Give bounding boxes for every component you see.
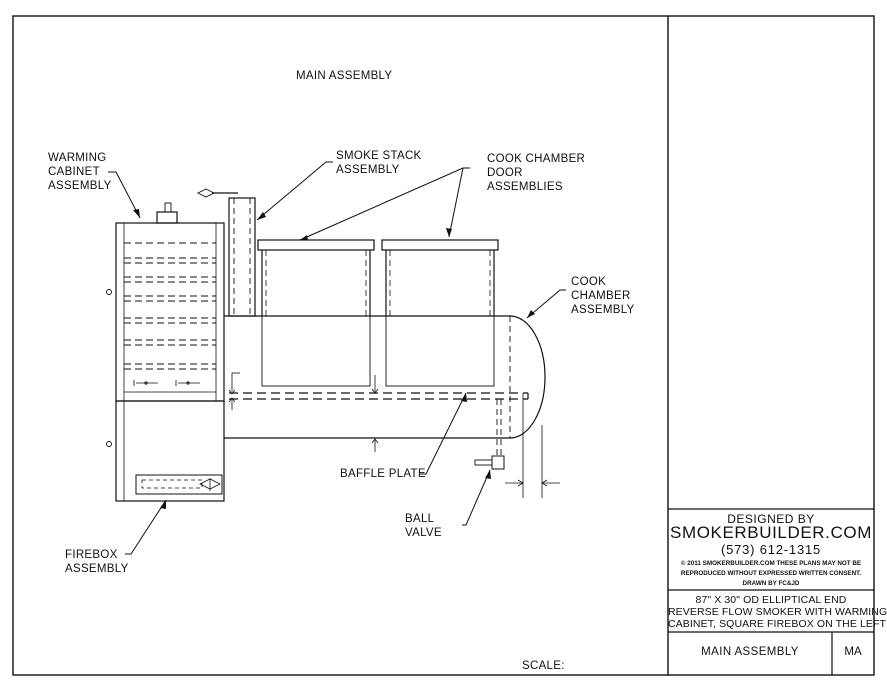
callout-baffle-plate: BAFFLE PLATE bbox=[340, 468, 426, 480]
callout-firebox: FIREBOX ASSEMBLY bbox=[65, 549, 129, 575]
drawn-by: DRAWN BY FC&JD bbox=[742, 580, 800, 587]
callout-smoke-stack: SMOKE STACK ASSEMBLY bbox=[336, 150, 422, 176]
cook-chamber-doors bbox=[257, 239, 499, 316]
company-phone: (573) 612-1315 bbox=[720, 542, 822, 557]
dimension-lines bbox=[505, 393, 560, 498]
drawing-title: MAIN ASSEMBLY bbox=[296, 70, 393, 82]
copyright-line-2: REPRODUCED WITHOUT EXPRESSED WRITTEN CON… bbox=[680, 570, 862, 577]
sheet-code: MA bbox=[844, 646, 862, 658]
drawing-description: 87" X 30" OD ELLIPTICAL END REVERSE FLOW… bbox=[668, 594, 887, 630]
callout-warming-cabinet: WARMING CABINET ASSEMBLY bbox=[48, 152, 112, 192]
callout-cook-chamber-doors: COOK CHAMBER DOOR ASSEMBLIES bbox=[487, 153, 586, 193]
firebox bbox=[106, 400, 225, 502]
callout-ball-valve: BALL VALVE bbox=[405, 513, 442, 539]
designed-by-label: DESIGNED BY bbox=[727, 512, 815, 526]
warming-cabinet bbox=[106, 202, 225, 402]
ball-valve bbox=[474, 399, 505, 470]
company-name: SMOKERBUILDER.COM bbox=[670, 523, 872, 542]
title-block-lines bbox=[668, 508, 874, 675]
leader-arrowheads bbox=[133, 209, 535, 509]
sheet-name: MAIN ASSEMBLY bbox=[701, 646, 799, 658]
leader-lines bbox=[108, 161, 566, 555]
callout-cook-chamber: COOK CHAMBER ASSEMBLY bbox=[571, 276, 635, 316]
scale-label: SCALE: bbox=[522, 660, 565, 672]
baffle-plate bbox=[229, 392, 529, 400]
copyright-line-1: © 2011 SMOKERBUILDER.COM THESE PLANS MAY… bbox=[680, 560, 862, 567]
sheet-border bbox=[12, 15, 875, 676]
smoke-stack bbox=[196, 188, 256, 317]
